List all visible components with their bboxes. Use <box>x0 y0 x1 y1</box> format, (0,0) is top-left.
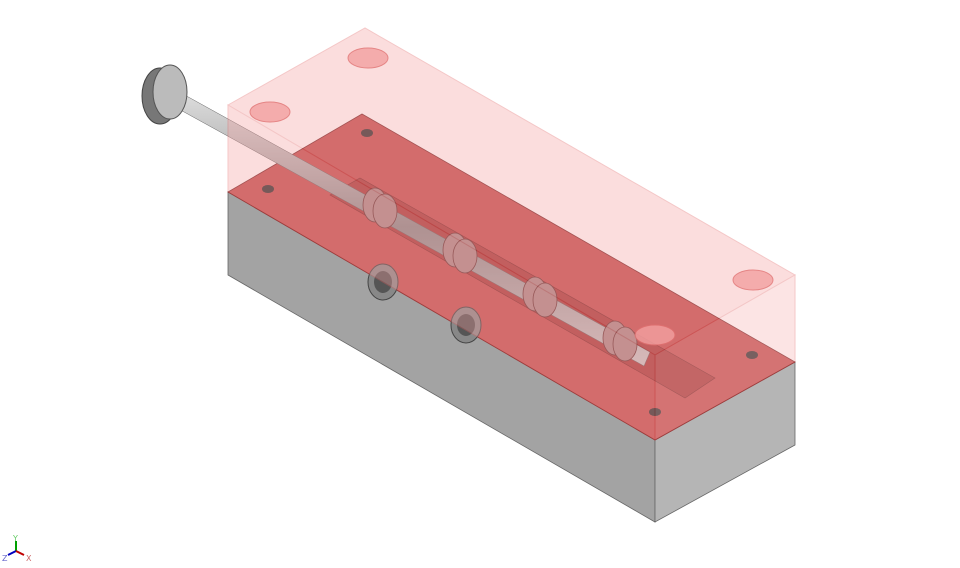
hole <box>361 129 373 137</box>
cover-bolt-heads <box>249 47 774 346</box>
knob[interactable] <box>141 64 188 125</box>
triad-z-label: Z <box>2 554 8 563</box>
bolt-holes <box>262 129 758 416</box>
hole <box>262 185 274 193</box>
hole <box>746 351 758 359</box>
threaded-ports <box>367 263 482 344</box>
spool-lands <box>362 187 638 362</box>
triad-y-label: Y <box>12 534 18 543</box>
transparent-cover[interactable] <box>226 27 797 441</box>
spool-rod[interactable] <box>141 64 651 367</box>
hole <box>649 408 661 416</box>
axis-triad[interactable]: Y Z X <box>2 534 32 563</box>
triad-x-label: X <box>26 554 32 563</box>
